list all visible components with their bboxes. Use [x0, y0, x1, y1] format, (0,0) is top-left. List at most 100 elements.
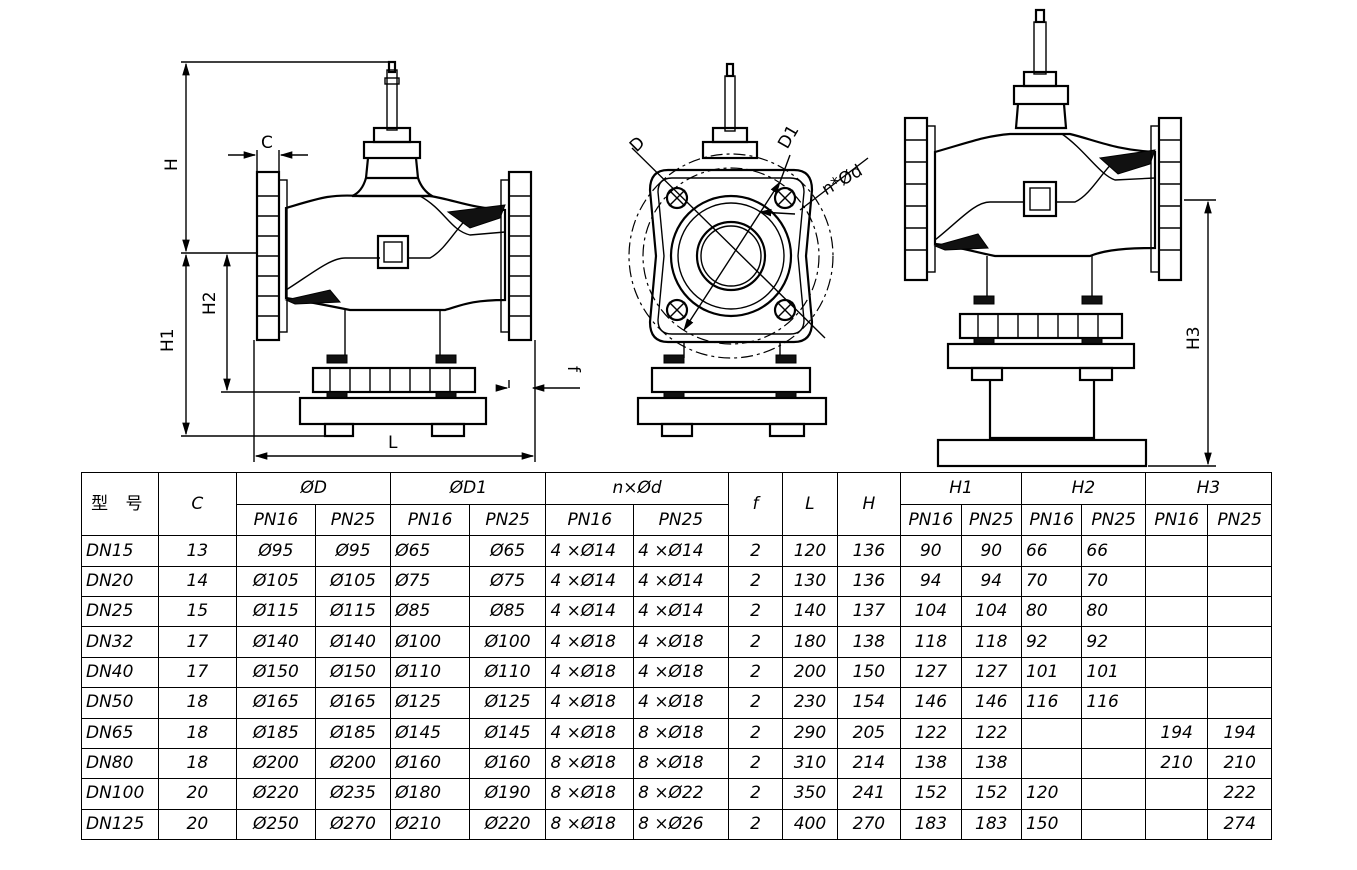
header-pn25: PN25 — [1207, 503, 1272, 537]
cell-c: 20 — [157, 808, 238, 841]
cell-n16: 8 ×Ø18 — [545, 747, 635, 780]
cell-h216: 66 — [1020, 535, 1083, 567]
label-H1: H1 — [158, 328, 178, 352]
cell-h325 — [1207, 687, 1272, 719]
cell-d125: Ø190 — [468, 778, 547, 810]
cell-c: 18 — [157, 687, 238, 719]
cell-h225 — [1081, 778, 1146, 810]
cell-h325 — [1207, 565, 1272, 598]
cell-h116: 94 — [900, 565, 962, 598]
label-f: f — [563, 366, 583, 373]
cell-f: 2 — [727, 747, 784, 780]
cell-c: 18 — [157, 717, 238, 749]
cell-dn: DN15 — [81, 535, 159, 567]
cell-d125: Ø100 — [468, 626, 547, 658]
cell-h225 — [1081, 808, 1146, 841]
cell-d16: Ø165 — [236, 687, 316, 719]
cell-d25: Ø235 — [314, 778, 392, 810]
cell-h325 — [1207, 535, 1272, 567]
cell-d25: Ø140 — [314, 626, 392, 658]
cell-n25: 4 ×Ø14 — [633, 535, 729, 567]
header-pn16: PN16 — [1144, 503, 1209, 537]
cell-h316 — [1144, 687, 1209, 719]
label-D: D — [626, 133, 649, 156]
cell-h125: 183 — [960, 808, 1022, 841]
cell-n25: 8 ×Ø18 — [633, 747, 729, 780]
cell-dn: DN25 — [81, 596, 159, 628]
header-C: C — [157, 471, 238, 537]
cell-d25: Ø150 — [314, 656, 392, 689]
cell-h125: 146 — [960, 687, 1022, 719]
cell-h: 241 — [836, 778, 902, 810]
cell-d116: Ø160 — [390, 747, 470, 780]
cell-h216 — [1020, 747, 1083, 780]
header-pn25: PN25 — [633, 503, 729, 537]
cell-d116: Ø100 — [390, 626, 470, 658]
cell-n25: 8 ×Ø18 — [633, 717, 729, 749]
cell-d16: Ø185 — [236, 717, 316, 749]
cell-h316 — [1144, 656, 1209, 689]
cell-d125: Ø110 — [468, 656, 547, 689]
cell-d16: Ø105 — [236, 565, 316, 598]
cell-c: 14 — [157, 565, 238, 598]
cell-d16: Ø95 — [236, 535, 316, 567]
valve-drawings: C H H1 H2 L f D D1 n*Ød — [158, 8, 1216, 468]
cell-d25: Ø115 — [314, 596, 392, 628]
cell-h216: 116 — [1020, 687, 1083, 719]
header-model: 型 号 — [81, 471, 159, 537]
cell-f: 2 — [727, 626, 784, 658]
cell-d125: Ø220 — [468, 808, 547, 841]
cell-f: 2 — [727, 717, 784, 749]
cell-h: 270 — [836, 808, 902, 841]
cell-f: 2 — [727, 535, 784, 567]
label-L: L — [388, 433, 398, 453]
cell-h125: 118 — [960, 626, 1022, 658]
cell-n16: 4 ×Ø18 — [545, 687, 635, 719]
header-H3: H3 — [1144, 472, 1273, 505]
cell-n16: 4 ×Ø14 — [545, 565, 635, 598]
cell-d25: Ø95 — [314, 535, 392, 567]
cell-d125: Ø85 — [468, 596, 547, 628]
cell-d16: Ø220 — [236, 778, 316, 810]
cell-l: 230 — [782, 687, 838, 719]
cell-n25: 8 ×Ø22 — [633, 778, 729, 810]
cell-d116: Ø125 — [390, 687, 470, 719]
cell-h: 136 — [836, 535, 902, 567]
header-H1: H1 — [900, 472, 1022, 505]
cell-d116: Ø65 — [390, 535, 470, 567]
actuator-view: H3 — [903, 8, 1216, 468]
cell-h: 214 — [836, 747, 902, 780]
cell-h125: 127 — [960, 656, 1022, 689]
cell-h216: 150 — [1020, 808, 1083, 841]
cell-h116: 90 — [900, 535, 962, 567]
cell-h225: 116 — [1081, 687, 1146, 719]
cell-dn: DN65 — [81, 717, 159, 749]
cell-dn: DN125 — [81, 808, 159, 841]
cell-h: 205 — [836, 717, 902, 749]
cell-d16: Ø200 — [236, 747, 316, 780]
cell-h225 — [1081, 717, 1146, 749]
cell-f: 2 — [727, 808, 784, 841]
cell-h325 — [1207, 626, 1272, 658]
cell-n25: 4 ×Ø18 — [633, 687, 729, 719]
cell-h316 — [1144, 535, 1209, 567]
cell-c: 18 — [157, 747, 238, 780]
header-L: L — [782, 471, 838, 537]
header-phiD: ØD — [236, 472, 392, 505]
cell-h225: 101 — [1081, 656, 1146, 689]
header-pn25: PN25 — [1081, 503, 1146, 537]
cell-h325: 194 — [1207, 717, 1272, 749]
header-f: f — [727, 471, 784, 537]
cell-h: 137 — [836, 596, 902, 628]
cell-h125: 94 — [960, 565, 1022, 598]
cell-h316: 194 — [1144, 717, 1209, 749]
header-H: H — [836, 471, 902, 537]
cell-d16: Ø115 — [236, 596, 316, 628]
cell-h316 — [1144, 565, 1209, 598]
